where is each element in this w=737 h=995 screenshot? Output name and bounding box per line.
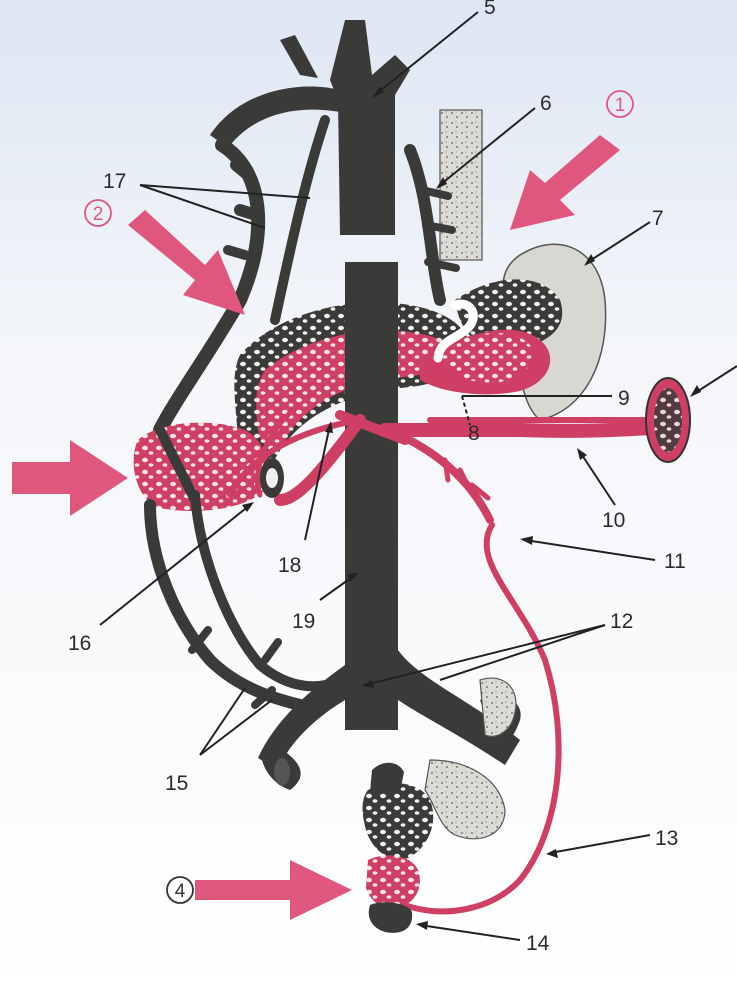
label-10: 10	[602, 509, 625, 532]
label-8: 8	[468, 422, 480, 445]
label-17: 17	[103, 170, 126, 193]
label-19: 19	[292, 610, 315, 633]
label-9: 9	[618, 387, 630, 410]
label-11: 11	[664, 550, 686, 573]
label-5: 5	[484, 0, 496, 19]
esophagus	[440, 110, 482, 260]
label-14: 14	[526, 932, 550, 955]
circled-label-4: 4	[175, 881, 186, 902]
label-13: 13	[655, 827, 678, 850]
circled-label-2: 2	[93, 204, 104, 225]
circled-label-1: 1	[615, 95, 626, 116]
label-12: 12	[610, 610, 633, 633]
label-18: 18	[278, 554, 301, 577]
label-15: 15	[165, 772, 188, 795]
label-6: 6	[540, 92, 552, 115]
label-7: 7	[652, 207, 664, 230]
gallbladder	[260, 458, 284, 498]
accessory-spleen	[646, 378, 690, 462]
label-16: 16	[68, 632, 91, 655]
